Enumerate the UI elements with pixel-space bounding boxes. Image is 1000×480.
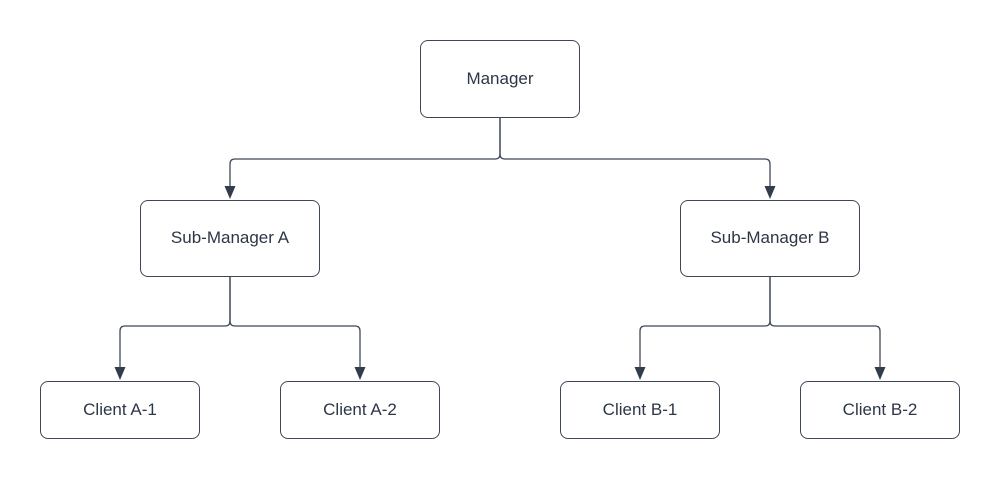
node-sub-manager-b[interactable]: Sub-Manager B <box>680 200 860 277</box>
node-manager[interactable]: Manager <box>420 40 580 118</box>
node-label: Client A-2 <box>323 399 397 419</box>
node-client-a1[interactable]: Client A-1 <box>40 381 200 439</box>
node-client-b2[interactable]: Client B-2 <box>800 381 960 439</box>
arrowhead-icon <box>874 367 886 380</box>
edge-manager-sub-a <box>229 118 501 187</box>
node-client-b1[interactable]: Client B-1 <box>560 381 720 439</box>
node-label: Sub-Manager B <box>710 228 830 248</box>
edge-sub-a-client-a1 <box>119 277 231 368</box>
edge-manager-sub-b <box>499 118 771 187</box>
edge-sub-b-client-b2 <box>769 277 881 368</box>
node-client-a2[interactable]: Client A-2 <box>280 381 440 439</box>
node-label: Client B-2 <box>842 399 918 419</box>
node-label: Sub-Manager A <box>170 228 290 248</box>
arrowhead-icon <box>764 186 776 199</box>
node-sub-manager-a[interactable]: Sub-Manager A <box>140 200 320 277</box>
arrowhead-icon <box>634 367 646 380</box>
edge-sub-a-client-a2 <box>229 277 361 368</box>
node-label: Manager <box>466 68 534 88</box>
arrowhead-icon <box>224 186 236 199</box>
node-label: Client A-1 <box>83 399 157 419</box>
edge-sub-b-client-b1 <box>639 277 771 368</box>
arrowhead-icon <box>354 367 366 380</box>
node-label: Client B-1 <box>602 399 678 419</box>
arrowhead-icon <box>114 367 126 380</box>
